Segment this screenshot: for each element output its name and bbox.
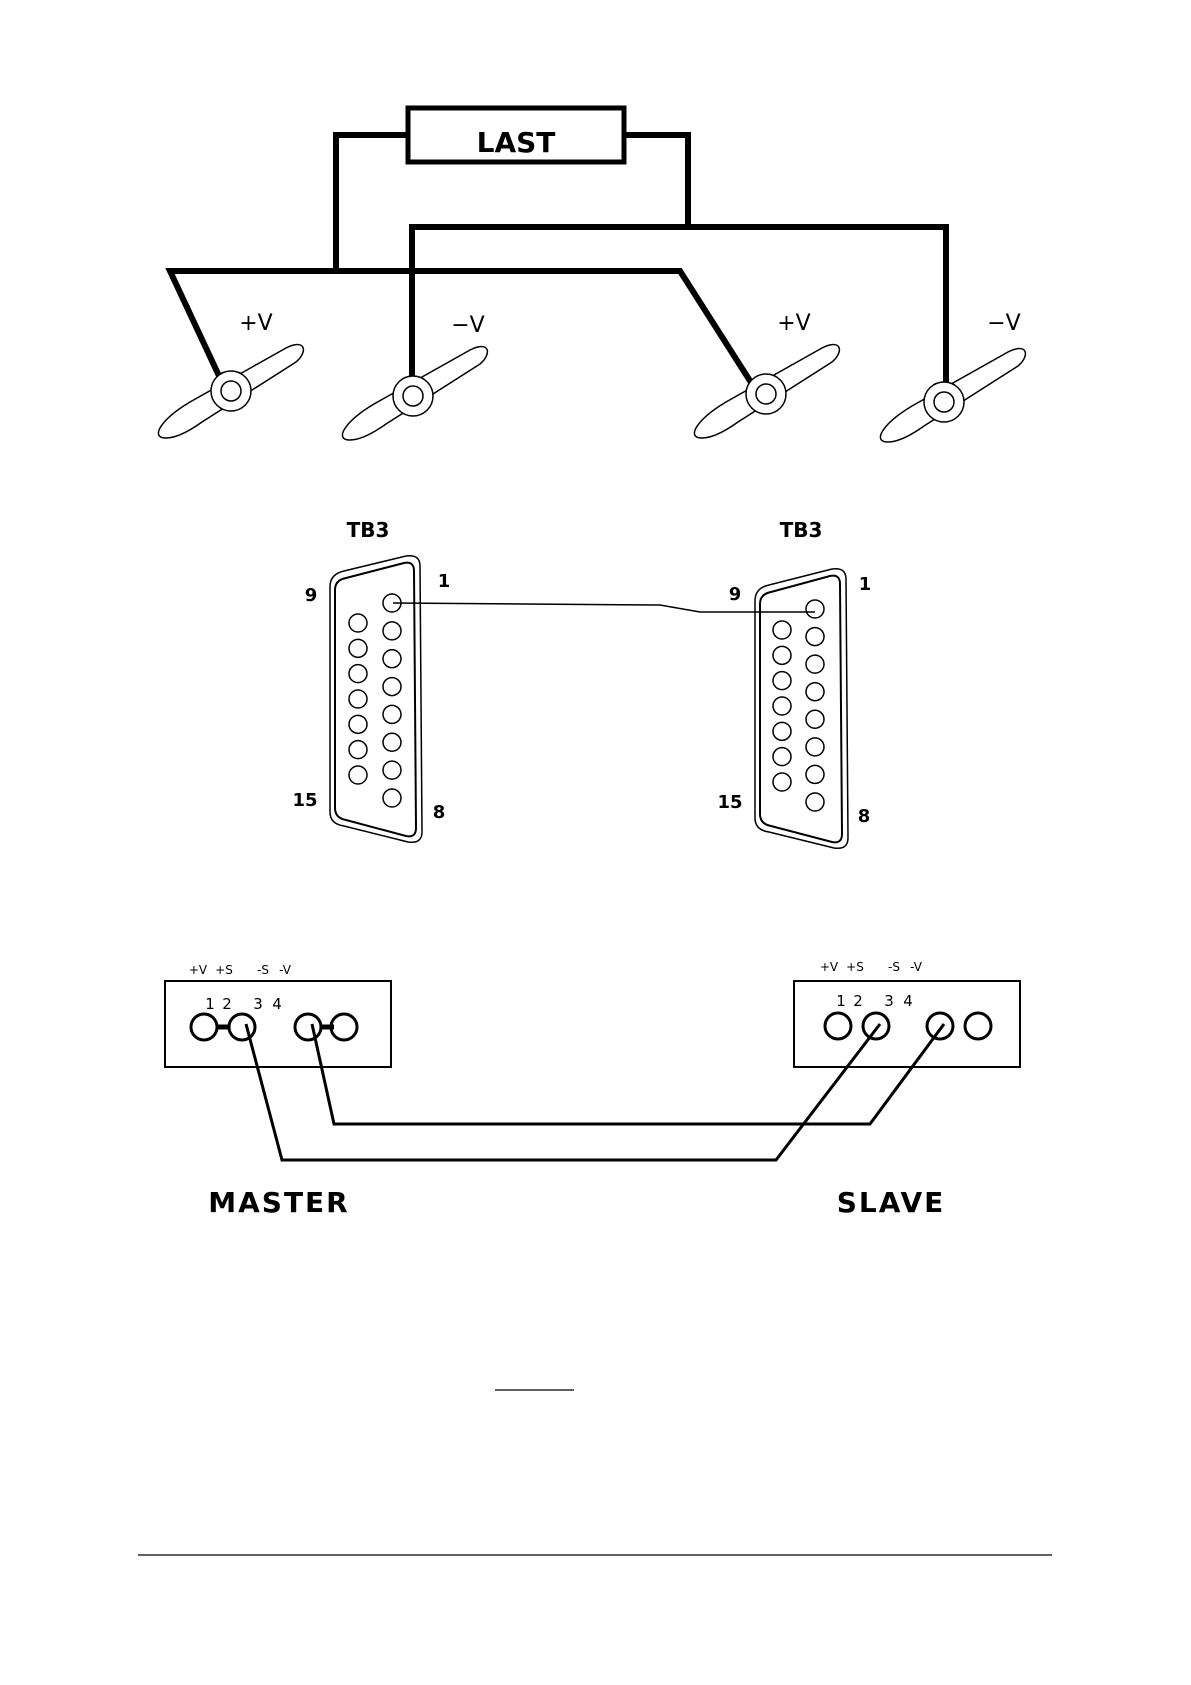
terminal-negative-2 [880,349,1025,442]
master-signal-label-3: -S [257,963,269,977]
connector-left-left-row-pin-hole-6 [349,741,367,759]
connector-left-title: TB3 [347,518,390,542]
connector-right-pin-8: 8 [858,806,871,827]
slave-pin-number-1: 1 [836,992,846,1010]
connector-right-left-row-pin-hole-6 [773,748,791,766]
load-label: LAST [477,126,556,159]
terminal-label-1: +V [239,311,272,336]
master-signal-label-1: +V [189,963,208,977]
terminal-label-3: +V [777,311,810,336]
connector-right-shell [760,576,842,843]
connector-left-pin-9: 9 [305,585,318,606]
slave-signal-label-4: -V [910,960,923,974]
load-wire-positive [336,135,408,271]
connector-left-pin-1: 1 [438,571,451,592]
connector-right-right-row-pin-hole-7 [806,765,824,783]
slave-signal-label-3: -S [888,960,900,974]
connector-right-right-row-pin-hole-8 [806,793,824,811]
connector-right-right-row-pin-hole-1 [806,600,824,618]
connector-left-left-row-pin-hole-2 [349,639,367,657]
connector-left-right-row-pin-hole-5 [383,705,401,723]
connector-right-right-row-pin-hole-5 [806,710,824,728]
terminal-label-4: −V [987,311,1020,336]
connector-link-wire [393,603,815,612]
connector-left-left-row-pin-hole-3 [349,665,367,683]
terminal-positive-2 [694,345,839,438]
connector-right-left-row-pin-hole-3 [773,672,791,690]
slave-pin-number-2: 2 [853,992,863,1010]
slave-pin-number-4: 4 [903,992,913,1010]
connector-left: TB3 1 9 15 8 [292,518,450,842]
sense-diagram: +V +S -S -V 1 2 3 4 MASTER +V +S -S -V 1… [165,960,1020,1219]
master-signal-label-4: -V [279,963,292,977]
connector-right-right-row-pin-hole-4 [806,683,824,701]
connector-right-right-row-pin-hole-6 [806,738,824,756]
connector-right-right-row-pin-hole-3 [806,655,824,673]
master-pin-number-1: 1 [205,995,215,1013]
connector-left-left-row-pin-hole-1 [349,614,367,632]
connector-right: TB3 1 9 15 8 [717,518,871,848]
connector-left-right-row-pin-hole-3 [383,650,401,668]
slave-block: +V +S -S -V 1 2 3 4 SLAVE [794,960,1020,1219]
load-wire-negative [624,135,688,227]
connector-right-left-row-pin-hole-7 [773,773,791,791]
connector-left-right-row-pin-hole-7 [383,761,401,779]
connector-left-right-row-pin-hole-8 [383,789,401,807]
load-diagram: LAST +V −V +V [158,108,1025,442]
connector-right-left-row-pin-hole-2 [773,646,791,664]
terminal-positive-1 [158,345,303,438]
terminal-label-2: −V [451,313,484,338]
master-signal-label-2: +S [215,963,233,977]
slave-signal-label-2: +S [846,960,864,974]
slave-signal-label-1: +V [820,960,839,974]
connector-left-pin-15: 15 [292,790,317,811]
negative-bus [412,227,946,392]
connector-right-pin-9: 9 [729,584,742,605]
connector-right-left-row-pin-hole-5 [773,722,791,740]
connector-left-left-row-pin-hole-7 [349,766,367,784]
connector-right-right-row-pin-hole-2 [806,628,824,646]
master-pin-number-4: 4 [272,995,282,1013]
connector-left-right-row-pin-hole-2 [383,622,401,640]
connector-left-left-row-pin-hole-4 [349,690,367,708]
connector-left-right-row-pin-hole-6 [383,733,401,751]
master-caption: MASTER [208,1186,350,1219]
connector-right-pin-15: 15 [717,792,742,813]
connector-right-left-row-pin-hole-1 [773,621,791,639]
connector-right-pin-1: 1 [859,574,872,595]
connector-left-left-row-pin-hole-5 [349,715,367,733]
master-pin-number-3: 3 [253,995,263,1013]
connector-left-pin-8: 8 [433,802,446,823]
connector-right-left-row-pin-hole-4 [773,697,791,715]
connector-right-title: TB3 [780,518,823,542]
slave-caption: SLAVE [837,1186,946,1219]
master-block: +V +S -S -V 1 2 3 4 MASTER [165,963,391,1219]
connector-left-right-row-pin-hole-4 [383,678,401,696]
slave-pin-number-3: 3 [884,992,894,1010]
master-pin-number-2: 2 [222,995,232,1013]
connector-diagram: TB3 1 9 15 8 TB3 1 9 15 8 [292,518,871,848]
